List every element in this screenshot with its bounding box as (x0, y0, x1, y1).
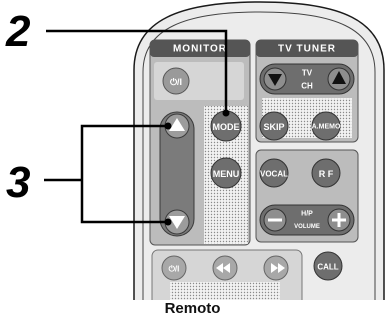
call-label: CALL (317, 263, 338, 272)
fast-forward-icon (271, 263, 285, 273)
hp-volume-rocker[interactable]: H/P VOLUME (259, 204, 355, 236)
skip-button[interactable]: SKIP (259, 111, 289, 141)
callout-3-bracket (80, 124, 167, 224)
amemo-button[interactable]: A.MEMO (311, 111, 341, 141)
rewind-icon (216, 263, 230, 273)
amemo-label: A.MEMO (312, 124, 341, 131)
monitor-panel-title: MONITOR (173, 44, 227, 55)
deck-dot-pattern (170, 282, 280, 300)
monitor-power-label: ⏻/I (170, 77, 182, 87)
figure-caption: Remoto (164, 300, 221, 317)
triangle-down-icon (169, 216, 185, 229)
callout-2-dot (222, 109, 230, 117)
deck-power-button[interactable]: ⏻/I (161, 255, 187, 281)
menu-label: MENU (213, 169, 240, 179)
ch-label: CH (301, 82, 313, 91)
menu-button[interactable]: MENU (210, 157, 242, 189)
deck-power-label: ⏻/I (169, 265, 180, 274)
fast-forward-button[interactable] (263, 255, 289, 281)
vocal-label: VOCAL (260, 170, 288, 179)
skip-label: SKIP (263, 122, 284, 132)
triangle-up-icon (169, 118, 185, 131)
plus-icon (332, 213, 346, 227)
callout-3: 3 (6, 158, 30, 207)
rf-label: R F (319, 169, 334, 179)
callout-3-dot-top (164, 122, 172, 130)
call-button[interactable]: CALL (313, 251, 343, 281)
mode-label: MODE (213, 122, 240, 132)
tv-channel-rocker[interactable]: TV CH (259, 63, 355, 95)
rf-button[interactable]: R F (311, 158, 341, 188)
callout-2: 2 (5, 7, 31, 56)
minus-icon (268, 218, 282, 222)
rewind-button[interactable] (212, 255, 238, 281)
volume-slider-track[interactable] (159, 111, 195, 237)
tv-label: TV (302, 69, 313, 78)
tv-tuner-panel-title: TV TUNER (278, 44, 336, 55)
hp-label: H/P (301, 211, 313, 218)
arrow-up-button[interactable] (164, 113, 190, 139)
channel-down-icon (268, 74, 282, 86)
monitor-power-button[interactable]: ⏻/I (162, 67, 190, 95)
callout-3-dot-bottom (164, 218, 172, 226)
volume-label: VOLUME (294, 224, 320, 230)
channel-up-icon (332, 71, 346, 84)
callout-2-leader (46, 29, 228, 112)
tv-tuner-title-bar (256, 40, 358, 57)
remote-diagram: MONITOR ⏻/I MODE MENU TV TUNER TV CH (5, 1, 385, 300)
vocal-button[interactable]: VOCAL (259, 158, 289, 188)
